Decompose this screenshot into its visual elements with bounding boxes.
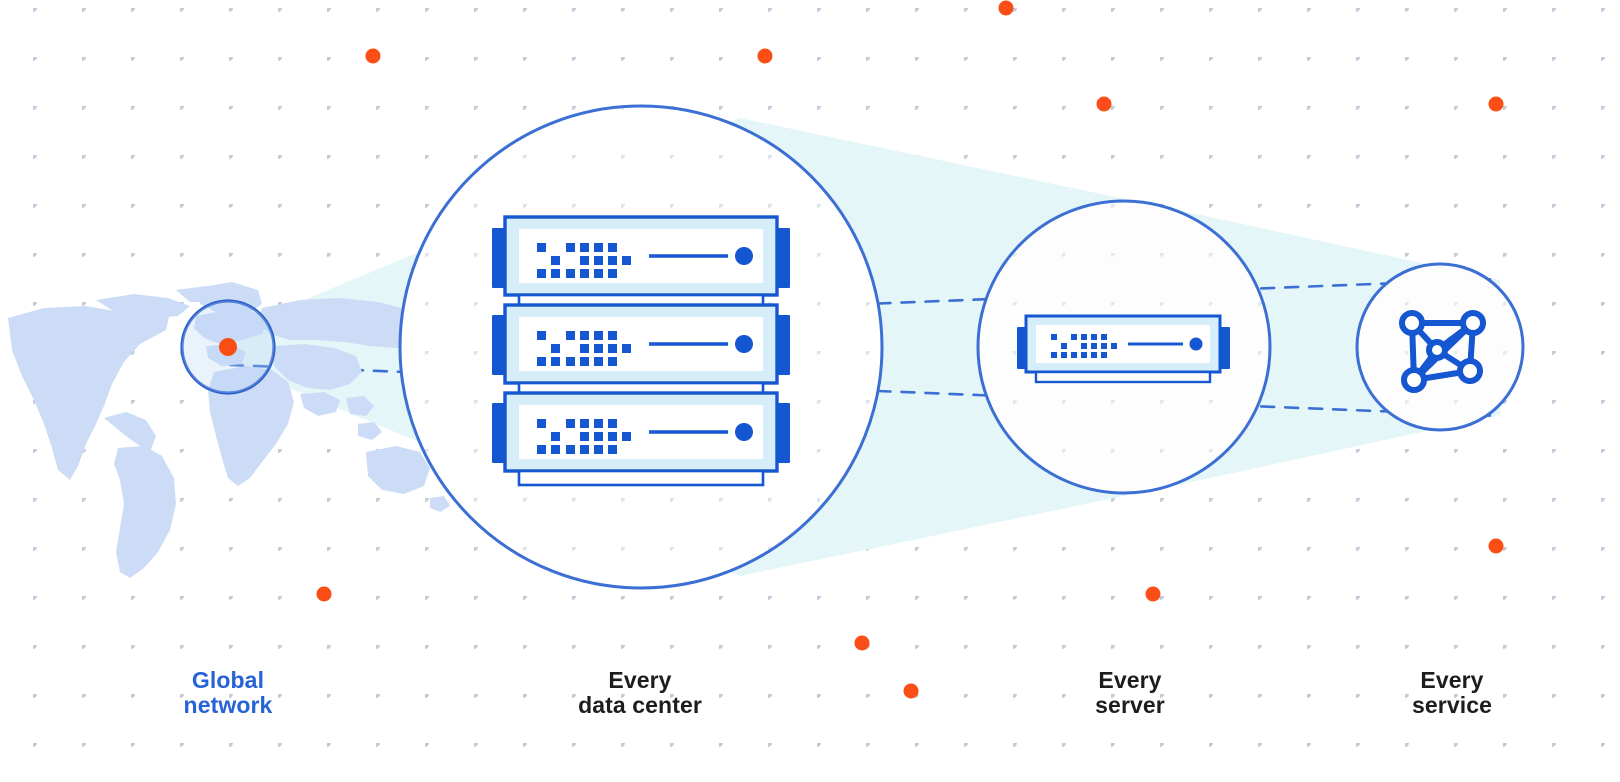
world-map-icon — [8, 282, 538, 578]
stage-label-every-server: Every server — [1095, 667, 1165, 718]
every-server-node[interactable] — [976, 199, 1272, 495]
accent-dot — [998, 0, 1014, 16]
stage-label-every-data-center: Every data center — [578, 667, 702, 718]
stage-label-global-network: Global network — [183, 667, 273, 718]
accent-dot — [1488, 96, 1504, 112]
server-rack-icon — [492, 215, 790, 487]
global-location-marker — [219, 338, 237, 356]
global-network-focus-circle[interactable] — [180, 299, 276, 395]
accent-dot — [316, 586, 332, 602]
accent-dots — [316, 0, 1504, 699]
rack-unit-3 — [492, 391, 790, 487]
accent-dot — [365, 48, 381, 64]
status-dot — [735, 247, 753, 265]
every-service-node[interactable] — [1355, 262, 1525, 432]
accent-dot — [854, 635, 870, 651]
status-dot — [1189, 337, 1203, 351]
accent-dot — [757, 48, 773, 64]
single-server-icon — [1017, 314, 1230, 384]
accent-dot — [1096, 96, 1112, 112]
accent-dot — [1488, 538, 1504, 554]
stage-label-every-service: Every service — [1412, 667, 1492, 718]
service-graph-nodes — [1399, 310, 1486, 393]
status-dot — [735, 423, 753, 441]
status-dot — [735, 335, 753, 353]
accent-dot — [903, 683, 919, 699]
accent-dot — [1145, 586, 1161, 602]
rack-unit-2 — [492, 303, 790, 397]
every-data-center-node[interactable] — [398, 104, 886, 592]
rack-unit-1 — [492, 215, 790, 309]
